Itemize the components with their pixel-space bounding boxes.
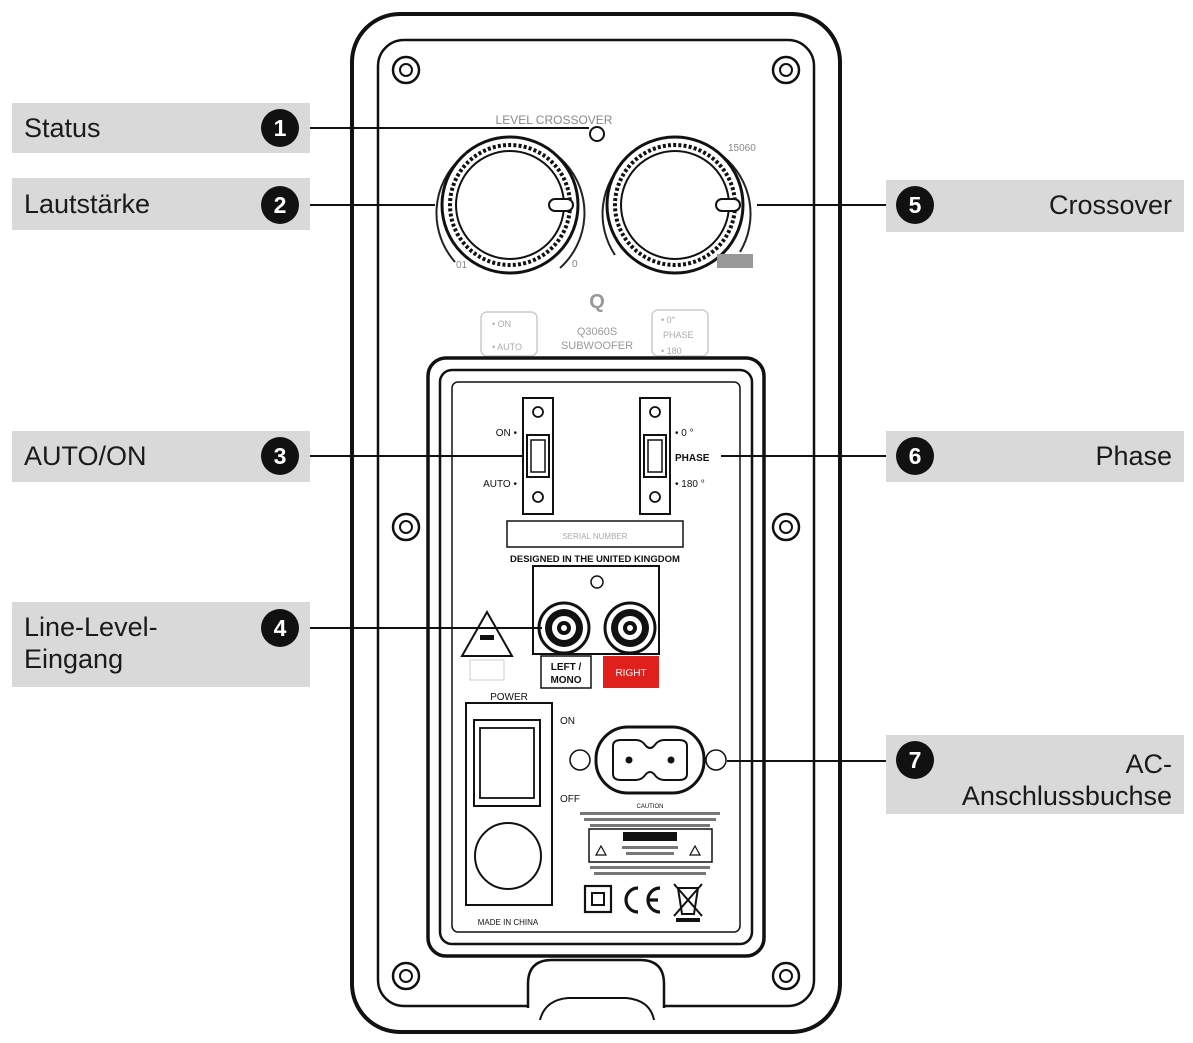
phase-180-label: • 180 °: [675, 479, 705, 490]
callout-text: AC-: [1125, 749, 1173, 779]
screw-icon: [391, 55, 421, 85]
screw-icon: [391, 961, 421, 991]
double-insulation-icon: [583, 884, 613, 914]
model-line-1: Q3060S: [577, 326, 617, 338]
screw-icon: [771, 55, 801, 85]
caution-heading: CAUTION: [637, 804, 664, 810]
callout-badge-5: 5: [896, 186, 934, 224]
phase-tab-0: • 0°: [661, 315, 676, 325]
made-in-label: MADE IN CHINA: [478, 918, 539, 927]
callout-label-auto-on: AUTO/ON: [12, 431, 310, 482]
weee-bin-icon: [673, 883, 703, 922]
model-line-2: SUBWOOFER: [561, 340, 633, 352]
crossover-scale-mark: [717, 254, 753, 268]
phase-0-label: • 0 °: [675, 428, 694, 439]
phase-label: PHASE: [675, 453, 710, 464]
designed-label: DESIGNED IN THE UNITED KINGDOM: [510, 554, 680, 565]
left-mono-label-box: [540, 655, 592, 689]
callout-badge-7: 7: [896, 741, 934, 779]
mode-tab-on: • ON: [492, 319, 511, 329]
callout-label-line-input: Line-Level- Eingang: [12, 602, 310, 687]
level-min-label: 01: [456, 260, 468, 271]
leader-line: [298, 455, 523, 457]
screw-icon: [771, 512, 801, 542]
callout-text: Phase: [1095, 441, 1172, 471]
leader-line: [298, 204, 435, 206]
left-mono-label-2: MONO: [550, 675, 581, 686]
serial-label: SERIAL NUMBER: [562, 532, 627, 541]
ac-inlet[interactable]: [594, 725, 706, 795]
right-label-box: [603, 656, 659, 688]
crossover-max-label: 15060: [728, 143, 756, 154]
switch-auto-label: AUTO •: [483, 479, 517, 490]
callout-text: Eingang: [24, 644, 124, 674]
phase-tab-label: PHASE: [663, 330, 694, 340]
fine-print: [594, 872, 706, 875]
callout-text: Crossover: [1048, 190, 1172, 220]
leader-line: [727, 760, 897, 762]
level-max-label: 0: [572, 259, 578, 270]
mode-tab: [480, 311, 538, 357]
ce-mark-icon: [624, 886, 661, 914]
panel-top-label: LEVEL CROSSOVER: [496, 113, 613, 127]
status-led: [589, 126, 605, 142]
callout-text: Lautstärke: [24, 189, 151, 219]
callout-label-ac-inlet: AC- Anschlussbuchse: [886, 735, 1184, 814]
callout-badge-3: 3: [261, 437, 299, 475]
callout-badge-2: 2: [261, 186, 299, 224]
right-label: RIGHT: [615, 668, 646, 679]
crossover-knob[interactable]: [601, 135, 752, 275]
leader-line: [298, 627, 542, 629]
level-knob[interactable]: [435, 135, 586, 275]
brand-logo: Q: [589, 291, 605, 313]
callout-badge-1: 1: [261, 109, 299, 147]
fine-print: [590, 866, 710, 869]
callout-label-status: Status: [12, 103, 310, 153]
screw-icon: [391, 512, 421, 542]
callout-label-volume: Lautstärke: [12, 178, 310, 230]
callout-text: Status: [24, 113, 101, 143]
left-mono-input[interactable]: [537, 601, 591, 655]
power-on-label: ON: [560, 716, 575, 727]
fine-print: [580, 812, 720, 815]
callout-text: Line-Level-: [24, 612, 158, 642]
handle-notch: [526, 958, 666, 1008]
warning-triangle-icon: [460, 609, 514, 681]
power-label: POWER: [490, 692, 528, 703]
callout-label-phase: Phase: [886, 431, 1184, 482]
callout-text: Anschlussbuchse: [961, 781, 1172, 811]
callout-label-crossover: Crossover: [886, 180, 1184, 232]
phase-tab-180: • 180: [661, 346, 682, 356]
right-input[interactable]: [603, 601, 657, 655]
screw-icon: [771, 961, 801, 991]
callout-badge-4: 4: [261, 609, 299, 647]
leader-line: [757, 204, 897, 206]
callout-badge-6: 6: [896, 437, 934, 475]
left-mono-label-1: LEFT /: [551, 662, 582, 673]
leader-line: [721, 455, 897, 457]
connector-plate-edge: [451, 381, 741, 933]
power-off-label: OFF: [560, 794, 580, 805]
leader-line: [298, 127, 589, 129]
mode-tab-auto: • AUTO: [492, 342, 522, 352]
switch-on-label: ON •: [496, 428, 518, 439]
fuse-holder[interactable]: [474, 822, 542, 890]
serial-box: [506, 520, 684, 548]
fine-print: [590, 824, 710, 827]
phase-tab: [651, 309, 709, 357]
callout-text: AUTO/ON: [24, 441, 147, 471]
fine-print: [584, 818, 716, 821]
